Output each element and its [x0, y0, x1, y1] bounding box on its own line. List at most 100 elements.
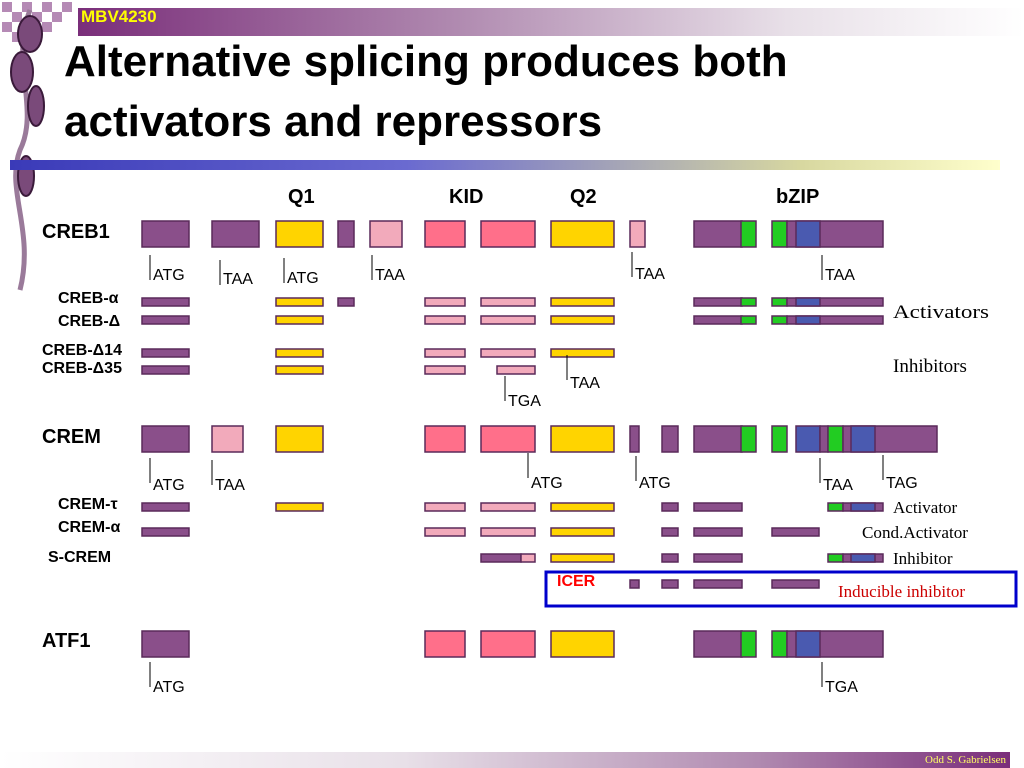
exon-bar — [141, 425, 190, 453]
title-divider — [10, 160, 1000, 170]
codon-label: TAA — [635, 266, 665, 283]
variant-label-creb-d35: CREB-Δ35 — [42, 360, 122, 377]
codon-label: ATG — [531, 475, 563, 492]
exon-bars — [141, 220, 938, 658]
slide-title-line2: activators and repressors — [64, 97, 603, 146]
exon-bar-variant — [771, 579, 820, 589]
exon-bar-variant — [661, 527, 679, 537]
icer-highlight-box — [544, 570, 1018, 608]
variant-label-crem-alpha: CREM-α — [58, 519, 120, 536]
exon-bar — [693, 630, 743, 658]
codon-label: TAA — [375, 267, 405, 284]
exon-bar-variant — [827, 553, 844, 563]
exon-bar — [480, 425, 536, 453]
slide-title-line1: Alternative splicing produces both — [64, 37, 788, 86]
exon-bar-variant — [141, 315, 190, 325]
exon-bar — [424, 630, 466, 658]
exon-bar-variant — [693, 502, 743, 512]
exon-bar — [480, 630, 536, 658]
gene-label-atf1: ATF1 — [42, 630, 91, 652]
exon-bar-variant — [771, 297, 788, 307]
exon-bar-variant — [550, 348, 615, 358]
header-bar — [78, 8, 1024, 36]
exon-bar-variant — [480, 527, 536, 537]
exon-bar-variant — [786, 315, 884, 325]
exon-bar-variant — [141, 502, 190, 512]
exon-bar-variant — [661, 502, 679, 512]
exon-bar-variant — [740, 315, 757, 325]
exon-bar — [424, 425, 466, 453]
exon-bar-variant — [480, 315, 536, 325]
exon-bar-variant — [337, 297, 355, 307]
codon-label: ATG — [153, 267, 185, 284]
exon-bar-variant — [786, 297, 884, 307]
exon-bar — [795, 425, 821, 453]
codon-label: TGA — [508, 393, 541, 410]
exon-bar-variant — [661, 553, 679, 563]
codon-label: TAA — [570, 375, 600, 392]
exon-bar-variant — [550, 553, 615, 563]
exon-bar-variant — [771, 315, 788, 325]
exon-bar — [819, 425, 829, 453]
annotation-inducible-inhibitor: Inducible inhibitor — [838, 582, 965, 601]
exon-bar — [740, 425, 757, 453]
exon-bar-variant — [827, 502, 844, 512]
exon-bar — [141, 220, 190, 248]
exon-bar-variant — [795, 297, 821, 307]
variant-label-creb-delta: CREB-Δ — [58, 313, 120, 330]
exon-bar-variant — [480, 348, 536, 358]
exon-bar-variant — [424, 348, 466, 358]
exon-bar-variant — [693, 297, 743, 307]
exon-bar — [369, 220, 403, 248]
exon-bar-variant — [275, 348, 324, 358]
footer-bar — [0, 752, 1010, 768]
exon-bar — [211, 220, 260, 248]
exon-bar-variant — [480, 297, 536, 307]
exon-bar — [141, 630, 190, 658]
exon-bar-variant — [141, 527, 190, 537]
annotation-inhibitors: Inhibitors — [893, 356, 967, 377]
variant-label-creb-d14: CREB-Δ14 — [42, 342, 122, 359]
exon-bar-variant — [771, 527, 820, 537]
variant-label-creb-alpha: CREB-α — [58, 290, 119, 307]
exon-bar-variant — [740, 297, 757, 307]
exon-bar-variant — [480, 553, 522, 563]
codon-label: TAA — [823, 477, 853, 494]
exon-bar — [629, 425, 640, 453]
exon-bar-variant — [693, 579, 743, 589]
annotation-crem-cond-activator: Cond.Activator — [862, 523, 968, 542]
exon-bar-variant — [424, 315, 466, 325]
domain-label-q2: Q2 — [570, 186, 597, 208]
exon-bar-variant — [141, 348, 190, 358]
exon-bar-variant — [141, 365, 190, 375]
gene-label-creb1: CREB1 — [42, 221, 110, 243]
variant-label-icer: ICER — [557, 573, 596, 590]
domain-label-kid: KID — [449, 186, 483, 208]
codon-label: ATG — [639, 475, 671, 492]
codon-label: TAA — [215, 477, 245, 494]
exon-bar — [661, 425, 679, 453]
annotation-crem-inhibitor: Inhibitor — [893, 549, 953, 568]
exon-bar-variant — [850, 553, 876, 563]
exon-bar-variant — [693, 553, 743, 563]
exon-bar — [337, 220, 355, 248]
codon-label: ATG — [153, 477, 185, 494]
exon-bar-variant — [693, 527, 743, 537]
exon-bar-variant — [424, 502, 466, 512]
exon-bar-variant — [661, 579, 679, 589]
exon-bar-variant — [550, 502, 615, 512]
exon-bar — [740, 630, 757, 658]
annotation-crem-activator: Activator — [893, 498, 958, 517]
exon-bar-variant — [424, 527, 466, 537]
exon-bar-variant — [550, 315, 615, 325]
exon-bar — [550, 630, 615, 658]
exon-bar — [550, 220, 615, 248]
exon-bar-variant — [275, 365, 324, 375]
codon-label: TAA — [825, 267, 855, 284]
course-code: MBV4230 — [81, 7, 157, 26]
exon-bar — [771, 425, 788, 453]
exon-bar — [480, 220, 536, 248]
exon-bar-variant — [496, 365, 536, 375]
exon-bar-variant — [141, 297, 190, 307]
